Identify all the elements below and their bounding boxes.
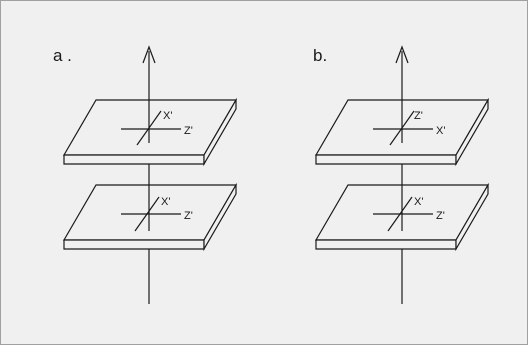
panel-a-lower-axis-x: X' [161, 196, 170, 208]
panel-b-upper-axis-x: X' [436, 125, 445, 137]
panel-a-lower-plate [63, 184, 237, 250]
panel-a: a . X' Z' [53, 45, 237, 304]
panel-b-lower-axis-z: Z' [436, 210, 445, 222]
panel-b-upper-axes [373, 51, 433, 146]
panel-b: b. X' Z' [313, 45, 489, 304]
panel-b-arrowhead [395, 45, 409, 64]
panel-a-upper-axis-z: Z' [184, 125, 193, 137]
panel-a-label: a . [53, 46, 72, 65]
panel-a-upper-axes [121, 51, 181, 146]
panel-b-lower-axis-x: X' [414, 196, 423, 208]
panel-a-upper-plate [63, 99, 237, 165]
panel-a-arrowhead [142, 45, 156, 64]
panel-b-lower-axes [373, 185, 433, 232]
panel-b-label: b. [313, 46, 327, 65]
panel-a-upper-axis-x: X' [163, 110, 172, 122]
panel-a-lower-axes [121, 185, 181, 232]
panel-a-lower-axis-z: Z' [184, 210, 193, 222]
panel-b-upper-axis-z: Z' [414, 110, 423, 122]
